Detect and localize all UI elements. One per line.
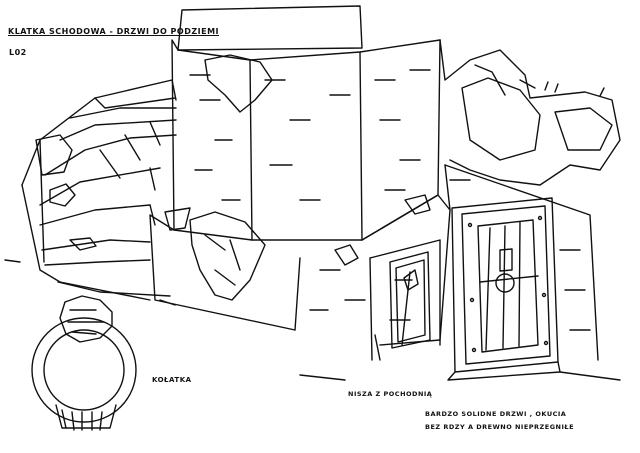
torch-niche bbox=[390, 252, 430, 348]
stone-wall bbox=[370, 165, 598, 360]
knocker-detail bbox=[32, 296, 136, 430]
knocker-label: KOŁATKA bbox=[152, 376, 192, 384]
rocks bbox=[440, 40, 620, 185]
sketch-title: KLATKA SCHODOWA - DRZWI DO PODZIEMI bbox=[8, 27, 220, 36]
sketch-code: L02 bbox=[9, 48, 27, 57]
ground-lines bbox=[5, 260, 620, 380]
niche-label: NISZA Z POCHODNIĄ bbox=[348, 390, 433, 398]
door-note-line2: BEZ RDZY A DREWNO NIEPRZEGNIŁE bbox=[425, 423, 575, 431]
stone-column bbox=[150, 6, 450, 345]
spiral-staircase bbox=[22, 80, 176, 300]
dungeon-door bbox=[448, 198, 560, 380]
door-note-line1: BARDZO SOLIDNE DRZWI , OKUCIA bbox=[425, 410, 567, 418]
